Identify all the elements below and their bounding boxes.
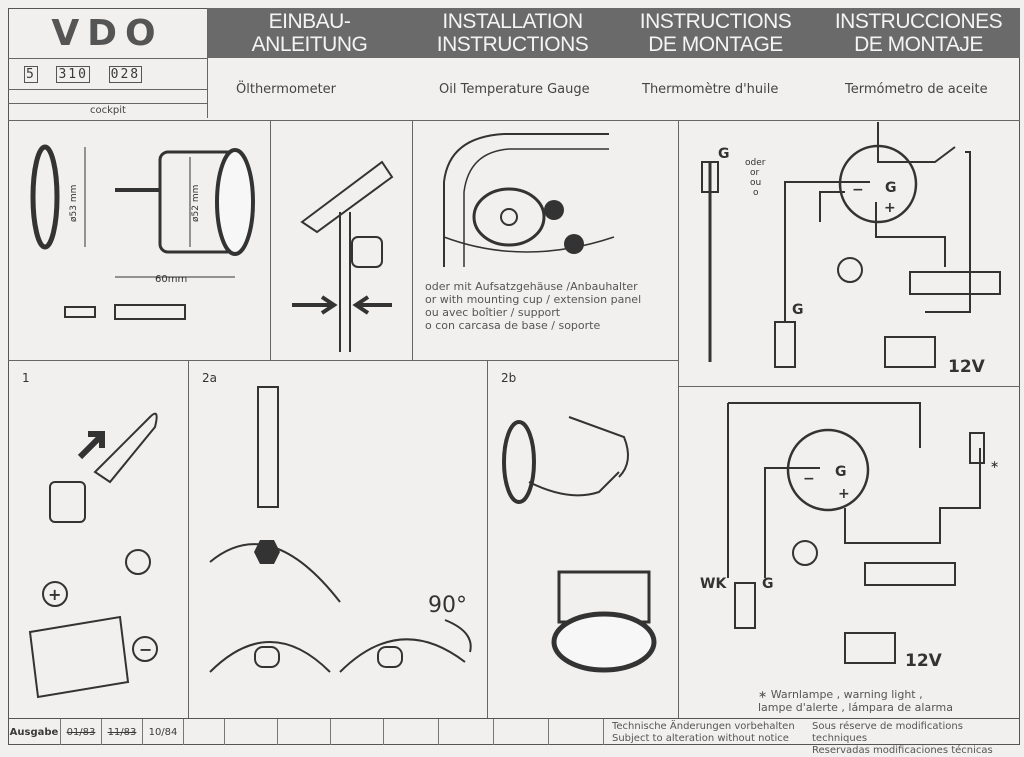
product-name-fr: Thermomètre d'huile: [642, 82, 779, 97]
product-names: Ölthermometer Oil Temperature Gauge Ther…: [208, 58, 1020, 118]
minus-circle-icon: [132, 636, 158, 662]
alt-label: ou: [750, 178, 761, 188]
gauge-position-dot: [544, 200, 564, 220]
gauge-bezel: [502, 420, 536, 504]
gauge-back-icon: [786, 428, 870, 512]
notice-fr-es: Sous réserve de modifications techniques…: [812, 721, 993, 756]
panel-mount-diagram: [292, 160, 394, 352]
footer: Ausgabe 01/83 11/83 10/84 Technische Änd…: [8, 718, 1020, 756]
socket-hole-icon: [254, 540, 280, 564]
product-name-de: Ölthermometer: [236, 82, 337, 97]
warning-light-footnote: ∗ Warnlampe , warning light ,lampe d'ale…: [758, 688, 953, 714]
gauge-face: [551, 611, 657, 673]
warning-light-icon: [969, 432, 985, 464]
plus-circle-icon: [42, 581, 68, 607]
step-1-label: 1: [22, 371, 30, 385]
bulb-icon: [792, 540, 818, 566]
part-number-box: 5 310 028 cockpit: [8, 58, 208, 118]
minus-terminal-label: −: [852, 182, 864, 198]
bezel-ring: [30, 144, 60, 250]
gauge-position-dot: [564, 234, 584, 254]
battery-icon: [884, 336, 936, 368]
battery-icon: [28, 615, 130, 699]
plus-label: +: [48, 585, 61, 604]
wiring-diagram-warning: G − + ∗ WK G 12V: [700, 402, 999, 671]
hand-icon: [300, 160, 394, 234]
g-label: G: [718, 146, 730, 162]
arrow-up-icon: [77, 431, 105, 460]
arrow-left-icon: [352, 295, 392, 315]
sender-icon: [49, 481, 86, 523]
series-label: cockpit: [90, 105, 126, 116]
holder-top-view-icon: [254, 646, 280, 668]
alt-label: oder: [745, 158, 766, 168]
product-name-en: Oil Temperature Gauge: [439, 82, 590, 97]
step-2a-label: 2a: [202, 371, 217, 385]
plus-terminal-label: +: [884, 200, 896, 216]
connector-icon: [114, 304, 186, 320]
edition-3: 10/84: [143, 719, 184, 745]
steering-wheel-icon: [472, 187, 546, 247]
hand-icon: [93, 412, 158, 484]
rotation-angle-label: 90°: [428, 593, 467, 618]
battery-icon: [844, 632, 896, 664]
wk-label: WK: [700, 576, 727, 592]
minus-label: −: [139, 640, 152, 659]
asterisk-mark: ∗: [990, 458, 999, 471]
outer-diameter-label: ø53 mm: [69, 185, 79, 222]
temperature-sender: [774, 321, 796, 368]
minus-terminal-label: −: [803, 471, 815, 487]
g-terminal-label: G: [835, 464, 847, 480]
wiring-diagram-sender: G oder or ou o G − + G 12V: [701, 122, 1001, 377]
hand-icon: [568, 416, 629, 478]
sender-g-label: G: [792, 302, 804, 318]
dimension-diagram: ø53 mm ø52 mm 60mm: [30, 144, 255, 320]
holder-rotated-icon: [377, 646, 403, 668]
alt-label: or: [750, 168, 760, 178]
g-terminal-label: G: [885, 180, 897, 196]
step-1-diagram: 1 + −: [22, 371, 158, 699]
edition-2: 11/83: [102, 719, 143, 745]
alt-label: o: [753, 188, 759, 198]
temperature-sender: [734, 582, 756, 629]
ground-circle-icon: [125, 549, 151, 575]
bulb-holder-icon: [257, 386, 279, 508]
bulb-icon: [837, 257, 863, 283]
body-diameter-label: ø52 mm: [191, 185, 201, 222]
plus-terminal-label: +: [838, 486, 850, 502]
arrow-right-icon: [292, 295, 338, 315]
fuse-box: [864, 562, 956, 586]
product-name-es: Termómetro de aceite: [845, 82, 988, 97]
vdo-logo: VDO: [8, 8, 208, 58]
step-2b-label: 2b: [501, 371, 516, 385]
fuse-box: [909, 271, 1001, 295]
edition-label: Ausgabe: [8, 719, 61, 745]
rotation-arrow-icon: [444, 619, 472, 653]
dashboard-diagram: [443, 133, 615, 267]
gauge-bezel: [215, 148, 255, 256]
voltage-label: 12V: [905, 651, 943, 671]
voltage-label: 12V: [948, 357, 986, 377]
step-2b-diagram: 2b: [501, 371, 657, 673]
edition-1: 01/83: [61, 719, 102, 745]
title-de: EINBAU-ANLEITUNG: [251, 10, 368, 56]
depth-label: 60mm: [155, 274, 187, 285]
connector-icon: [64, 306, 96, 318]
part-number: 5 310 028: [24, 66, 143, 83]
step-2a-diagram: 2a 90°: [202, 371, 472, 673]
sender-g-label: G: [762, 576, 774, 592]
